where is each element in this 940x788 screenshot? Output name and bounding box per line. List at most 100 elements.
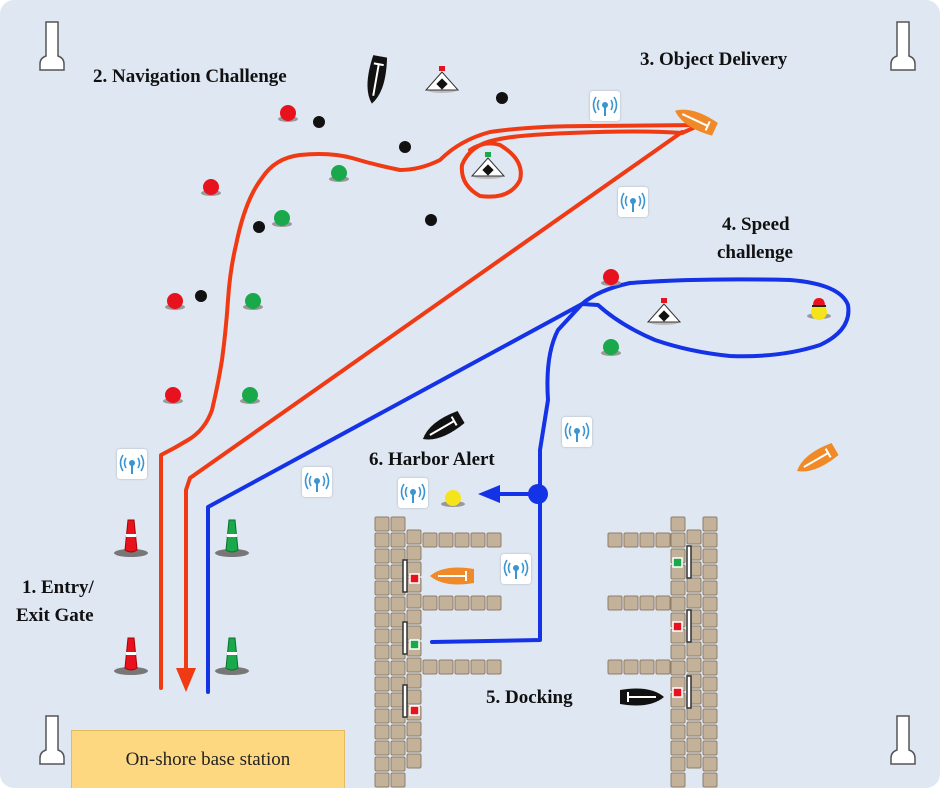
dock-plank [406, 609, 422, 625]
dock-plank [374, 548, 390, 564]
boat-icon [367, 55, 388, 104]
right-dock [607, 516, 718, 788]
boat-icon [675, 109, 718, 136]
dock-plank [390, 756, 406, 772]
dock-plank [670, 708, 686, 724]
dock-plank [374, 740, 390, 756]
dock-plank [390, 612, 406, 628]
entry-gate-label-line1: 1. Entry/ [22, 577, 94, 598]
dock-plank [374, 660, 390, 676]
black-buoy [313, 116, 325, 128]
dock-plank [670, 644, 686, 660]
dock-plank [670, 772, 686, 788]
dock-plank [438, 659, 454, 675]
dock-plank [406, 721, 422, 737]
dock-plank [670, 660, 686, 676]
dock-plank [702, 692, 718, 708]
dock-plank [702, 516, 718, 532]
dock-plank [686, 753, 702, 769]
dock-plank [374, 756, 390, 772]
dock-posts [402, 545, 692, 718]
green-buoy [329, 165, 349, 182]
red-arrow-head [176, 668, 196, 692]
base-station-box: On-shore base station [71, 730, 345, 788]
dock-plank [702, 724, 718, 740]
black-buoy [496, 92, 508, 104]
dock-plank [702, 644, 718, 660]
dock-plank [406, 593, 422, 609]
dock-plank [702, 596, 718, 612]
dock-plank [390, 676, 406, 692]
boat-icon [422, 410, 465, 440]
dock-plank [374, 532, 390, 548]
boat-icon [430, 567, 474, 585]
dock-plank [702, 772, 718, 788]
dock-plank [406, 737, 422, 753]
dock-plank [655, 659, 671, 675]
object-delivery-label: 3. Object Delivery [640, 49, 788, 70]
dock-plank [686, 705, 702, 721]
dock-plank [374, 516, 390, 532]
gate-marker-icon [215, 519, 249, 557]
dock-plank [686, 737, 702, 753]
dock-plank [470, 532, 486, 548]
wifi-beacon-icon [117, 449, 147, 479]
dock-plank [406, 657, 422, 673]
wifi-beacon-icon [562, 417, 592, 447]
dock-plank [702, 564, 718, 580]
anchor-post-icon [39, 715, 65, 765]
dock-plank [406, 689, 422, 705]
dock-plank [390, 660, 406, 676]
dock-plank [374, 772, 390, 788]
anchor-post-icon [39, 21, 65, 71]
target-marker-icon [646, 298, 682, 325]
left-dock [374, 516, 502, 788]
red-buoy [601, 269, 621, 286]
dock-plank [374, 708, 390, 724]
dock-plank [422, 595, 438, 611]
boat-icon [796, 442, 839, 472]
red-buoy [278, 105, 298, 122]
black-buoy [195, 290, 207, 302]
dock-plank [655, 595, 671, 611]
dock-plank [390, 516, 406, 532]
base-station-label: On-shore base station [125, 749, 291, 770]
dock-plank [702, 660, 718, 676]
dock-plank [686, 721, 702, 737]
boat-icon [620, 688, 664, 706]
dock-plank [390, 724, 406, 740]
dock-plank [639, 659, 655, 675]
blue-path-speed [206, 277, 851, 694]
dock-plank [702, 628, 718, 644]
dock-plank [670, 724, 686, 740]
dock-plank [702, 756, 718, 772]
dock-plank [406, 673, 422, 689]
dock-plank [686, 577, 702, 593]
dock-plank [607, 532, 623, 548]
blue-junction [528, 484, 548, 504]
dock-plank [454, 532, 470, 548]
dock-plank [670, 516, 686, 532]
dock-plank [702, 580, 718, 596]
dock-plank [438, 595, 454, 611]
speed-label-line2: challenge [717, 242, 793, 263]
dock-plank [374, 724, 390, 740]
dock-plank [390, 532, 406, 548]
dock-plank [702, 708, 718, 724]
siren-icon [807, 298, 831, 320]
black-buoy [253, 221, 265, 233]
dock-plank [639, 532, 655, 548]
green-buoy [272, 210, 292, 227]
dock-plank [607, 659, 623, 675]
target-marker-icon [470, 152, 506, 179]
dock-plank [670, 580, 686, 596]
dock-plank [374, 676, 390, 692]
wifi-beacon-icon [398, 478, 428, 508]
dock-plank [406, 753, 422, 769]
dock-plank [639, 595, 655, 611]
wifi-beacon-icon [501, 554, 531, 584]
dock-plank [486, 595, 502, 611]
dock-plank [607, 595, 623, 611]
